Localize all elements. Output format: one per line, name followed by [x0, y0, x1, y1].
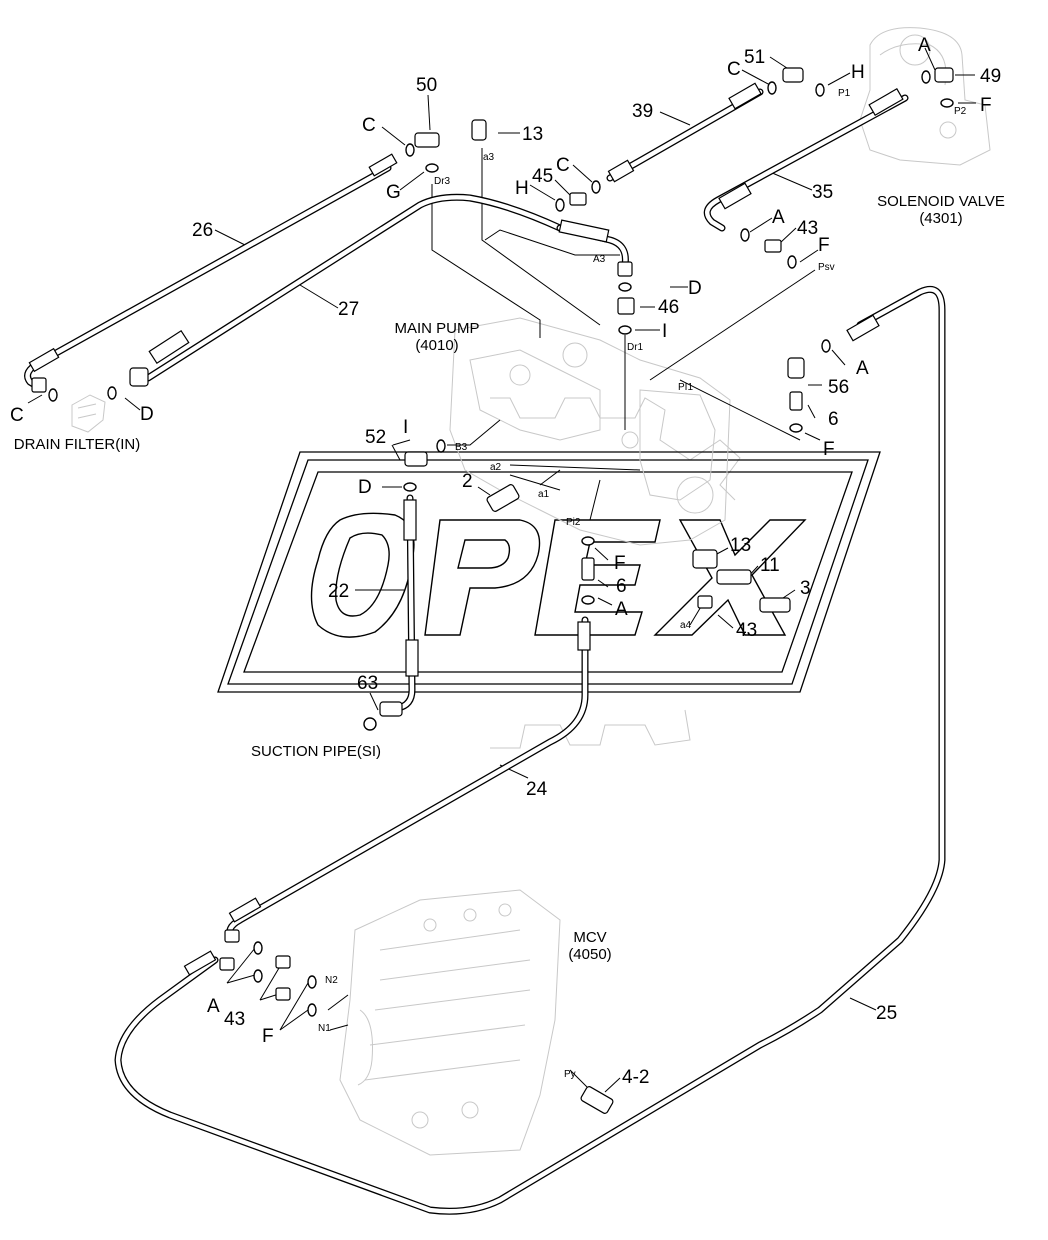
suction-pipe-label: SUCTION PIPE(SI)	[251, 743, 381, 760]
letter-callout: D	[688, 278, 702, 299]
leader-lines	[27, 47, 976, 1093]
letter-callout: C	[10, 405, 24, 426]
letter-callout: D	[358, 477, 372, 498]
part-number: 6	[616, 576, 627, 597]
part-number: 56	[828, 377, 849, 398]
solenoid-valve-label: SOLENOID VALVE	[877, 193, 1005, 210]
letter-callout: A	[615, 599, 628, 620]
port-label: a2	[490, 462, 502, 473]
port-label: N1	[318, 1023, 331, 1034]
part-number: 6	[828, 409, 839, 430]
letter-callout: A	[207, 996, 220, 1017]
mcv-outline	[339, 889, 561, 1156]
part-number: 4-2	[622, 1067, 649, 1088]
mcv-label: MCV	[573, 929, 606, 946]
letter-callout: F	[980, 95, 992, 116]
port-label: a1	[538, 489, 550, 500]
port-label: Psv	[818, 262, 835, 273]
part-number: 11	[760, 555, 780, 576]
letter-callout: G	[386, 182, 401, 203]
port-labels: a3 Dr3 P1 P2 A3 Psv Dr1 PI1 B3 a2 a1 Pi2…	[318, 88, 967, 1080]
main-pump-label: MAIN PUMP	[394, 320, 479, 337]
letter-callout: I	[662, 321, 667, 342]
watermark-label: OPEX	[512, 627, 515, 629]
main-pump-outline	[449, 317, 731, 546]
letter-callout: C	[362, 115, 376, 136]
letter-callout: F	[262, 1026, 274, 1047]
letter-callout: F	[614, 553, 626, 574]
port-label: Pi2	[566, 517, 581, 528]
part-number: 22	[328, 581, 349, 602]
letter-callout: C	[556, 155, 570, 176]
part-number: 2	[462, 471, 473, 492]
hoses	[24, 88, 946, 1215]
drain-filter-outline	[71, 394, 106, 433]
letter-callout: H	[851, 62, 865, 83]
part-number: 26	[192, 220, 213, 241]
port-label: A3	[593, 254, 606, 265]
port-label: a4	[680, 620, 692, 631]
part-number: 24	[526, 779, 548, 800]
letter-callout: A	[856, 358, 869, 379]
part-number: 13	[730, 535, 751, 556]
part-number: 49	[980, 66, 1001, 87]
letter-callout: C	[727, 59, 741, 80]
part-number-callouts: 50 13 51 49 39 45 35 43 26 27 46 56 6 52…	[192, 47, 1001, 1088]
part-number: 51	[744, 47, 765, 68]
letter-callout: F	[818, 235, 830, 256]
letter-callout: D	[140, 404, 154, 425]
main-pump-code: (4010)	[415, 337, 458, 354]
part-number: 43	[797, 218, 818, 239]
letter-callout: H	[515, 178, 529, 199]
solenoid-valve-code: (4301)	[919, 210, 962, 227]
watermark-logo: OPEX	[217, 397, 881, 749]
port-label: Py	[564, 1069, 576, 1080]
letter-callout: A	[772, 207, 785, 228]
part-number: 13	[522, 124, 543, 145]
port-label: PI1	[678, 382, 693, 393]
part-number: 39	[632, 101, 653, 122]
letter-callout: I	[403, 417, 408, 438]
part-number: 50	[416, 75, 437, 96]
part-number: 3	[800, 578, 811, 599]
part-number: 25	[876, 1003, 897, 1024]
part-number: 63	[357, 673, 378, 694]
part-number: 43	[736, 620, 757, 641]
part-number: 46	[658, 297, 679, 318]
part-number: 52	[365, 427, 386, 448]
fittings	[28, 67, 954, 1114]
port-label: a3	[483, 152, 495, 163]
letter-callout: A	[918, 35, 931, 56]
port-label: P2	[954, 106, 967, 117]
port-label: P1	[838, 88, 851, 99]
port-label: Dr3	[434, 176, 451, 187]
mcv-code: (4050)	[568, 946, 611, 963]
letter-callouts: C G C H C H A F A F D I A F I D C D F A …	[10, 35, 992, 1047]
drain-filter-label: DRAIN FILTER(IN)	[14, 436, 140, 453]
letter-callout: F	[823, 439, 835, 460]
port-label: Dr1	[627, 342, 644, 353]
port-label: N2	[325, 975, 338, 986]
part-number: 35	[812, 182, 833, 203]
component-labels: MAIN PUMP (4010) SOLENOID VALVE (4301) M…	[14, 193, 1005, 963]
port-label: B3	[455, 442, 468, 453]
part-number: 43	[224, 1009, 245, 1030]
part-number: 27	[338, 299, 359, 320]
part-number: 45	[532, 166, 553, 187]
